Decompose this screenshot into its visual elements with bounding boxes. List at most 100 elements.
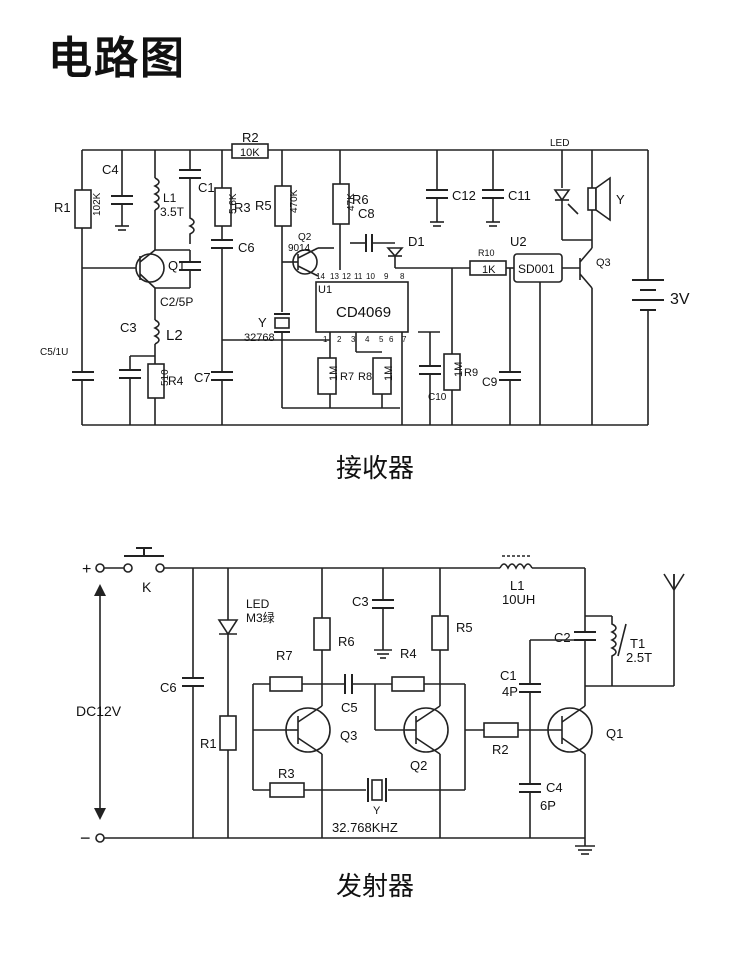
r4-resistor (391, 676, 425, 692)
r1-label: R1 (54, 200, 71, 215)
sd-label: SD001 (518, 262, 555, 276)
transmitter-led (217, 619, 239, 636)
led-label: LED (550, 138, 569, 149)
pin-number: 8 (400, 272, 405, 281)
pin-number: 12 (342, 272, 351, 281)
led-label: LED (246, 597, 270, 611)
pin-number: 2 (337, 335, 342, 344)
r7-resistor (317, 357, 337, 395)
r3-label: R3 (278, 766, 295, 781)
c2-label: C2/5P (160, 295, 193, 309)
c6-label: C6 (238, 240, 255, 255)
r6-label: R6 (338, 634, 355, 649)
c5-label: C5/1U (40, 347, 68, 358)
r10-label: R10 (478, 248, 495, 258)
r2-label: R2 (242, 130, 259, 145)
pin-number: 10 (366, 272, 375, 281)
c7-label: C7 (194, 370, 211, 385)
q2-label: Q2 (410, 758, 427, 773)
xtal-label: Y (258, 315, 267, 330)
l2-label: L2 (166, 327, 183, 344)
y-label: Y (373, 805, 381, 817)
receiver-led (553, 189, 571, 202)
speaker-label: Y (616, 192, 625, 207)
xtal-value: 32768 (244, 332, 275, 344)
r10-value: 1K (482, 264, 496, 276)
r1-resistor (74, 189, 92, 229)
k-label: K (142, 579, 152, 595)
u1-label: U1 (318, 284, 332, 296)
r3-resistor (214, 187, 232, 227)
l1-label: L1 (510, 578, 524, 593)
c5-label: C5 (341, 700, 358, 715)
r5-value: 470K (289, 189, 300, 213)
pin-number: 3 (351, 335, 356, 344)
r4-label: R4 (168, 374, 184, 388)
receiver-crystal (274, 317, 290, 329)
q3-transistor (285, 707, 331, 753)
r1-resistor (219, 715, 237, 751)
r7-value: 1M (328, 366, 340, 381)
speaker (587, 187, 597, 211)
c10-label: C10 (428, 392, 447, 403)
r3-label: R3 (234, 200, 251, 215)
pin-number: 13 (330, 272, 339, 281)
pin-number: 11 (354, 272, 363, 281)
pin-number: 14 (316, 272, 325, 281)
d1-label: D1 (408, 234, 425, 249)
pin-number: 1 (323, 335, 328, 344)
pin-number: 7 (402, 335, 407, 344)
t1-label: T1 (630, 636, 645, 651)
c9-label: C9 (482, 375, 498, 389)
c1-value: 4P (502, 684, 518, 699)
r7-resistor (269, 676, 303, 692)
c2-label: C2 (554, 630, 571, 645)
c6-label: C6 (160, 680, 177, 695)
q1-transistor (547, 707, 593, 753)
q3-label: Q3 (596, 257, 611, 269)
t1-coil (610, 616, 617, 686)
r4-label: R4 (400, 646, 417, 661)
q2-transistor (403, 707, 449, 753)
pin-number: 4 (365, 335, 370, 344)
pin-number: 9 (384, 272, 389, 281)
xtal-label: 32.768KHZ (332, 820, 398, 835)
c3-label: C3 (352, 594, 369, 609)
pin-number: 6 (389, 335, 394, 344)
r9-value: 1M (453, 362, 465, 377)
u2-label: U2 (510, 234, 527, 249)
r2-resistor (483, 722, 519, 738)
transmitter-schematic: + − K DC12V C6 LED M3绿 R1 R6 R7 C5 Q3 (76, 547, 685, 855)
dc-label: DC12V (76, 703, 122, 719)
r4-value: 510 (160, 369, 171, 386)
pin-number: 5 (379, 335, 384, 344)
battery-label: 3V (670, 291, 690, 308)
u1-ic (315, 281, 409, 333)
r8-value: 1M (383, 366, 395, 381)
plus-label: + (82, 561, 91, 578)
r9-label: R9 (464, 367, 478, 379)
r1-value: 102K (92, 192, 103, 216)
r6-resistor (332, 183, 350, 225)
r4-resistor (147, 363, 165, 399)
r3-resistor (269, 782, 305, 798)
r1-label: R1 (200, 736, 217, 751)
c8-label: C8 (358, 206, 375, 221)
minus-label: − (80, 828, 91, 848)
r7-label: R7 (276, 648, 293, 663)
q2-label: Q2 (298, 232, 312, 243)
c12-label: C12 (452, 188, 476, 203)
l1-label: L1 (163, 191, 177, 205)
r6-resistor (313, 617, 331, 651)
receiver-schematic: R1 102K C5/1U C4 L1 3.5T C1 Q1 C2/5P C3 … (40, 130, 690, 426)
c11-label: C11 (508, 188, 531, 203)
r6-label: R6 (352, 192, 369, 207)
t1-value: 2.5T (626, 650, 652, 665)
c1-label: C1 (198, 180, 215, 195)
page-title: 电路图 (48, 33, 186, 84)
r3-value: 5.6K (228, 193, 239, 214)
transmitter-crystal (371, 779, 383, 801)
ic-label: CD4069 (336, 304, 391, 321)
l1-value: 10UH (502, 592, 535, 607)
r5-resistor (274, 185, 292, 227)
